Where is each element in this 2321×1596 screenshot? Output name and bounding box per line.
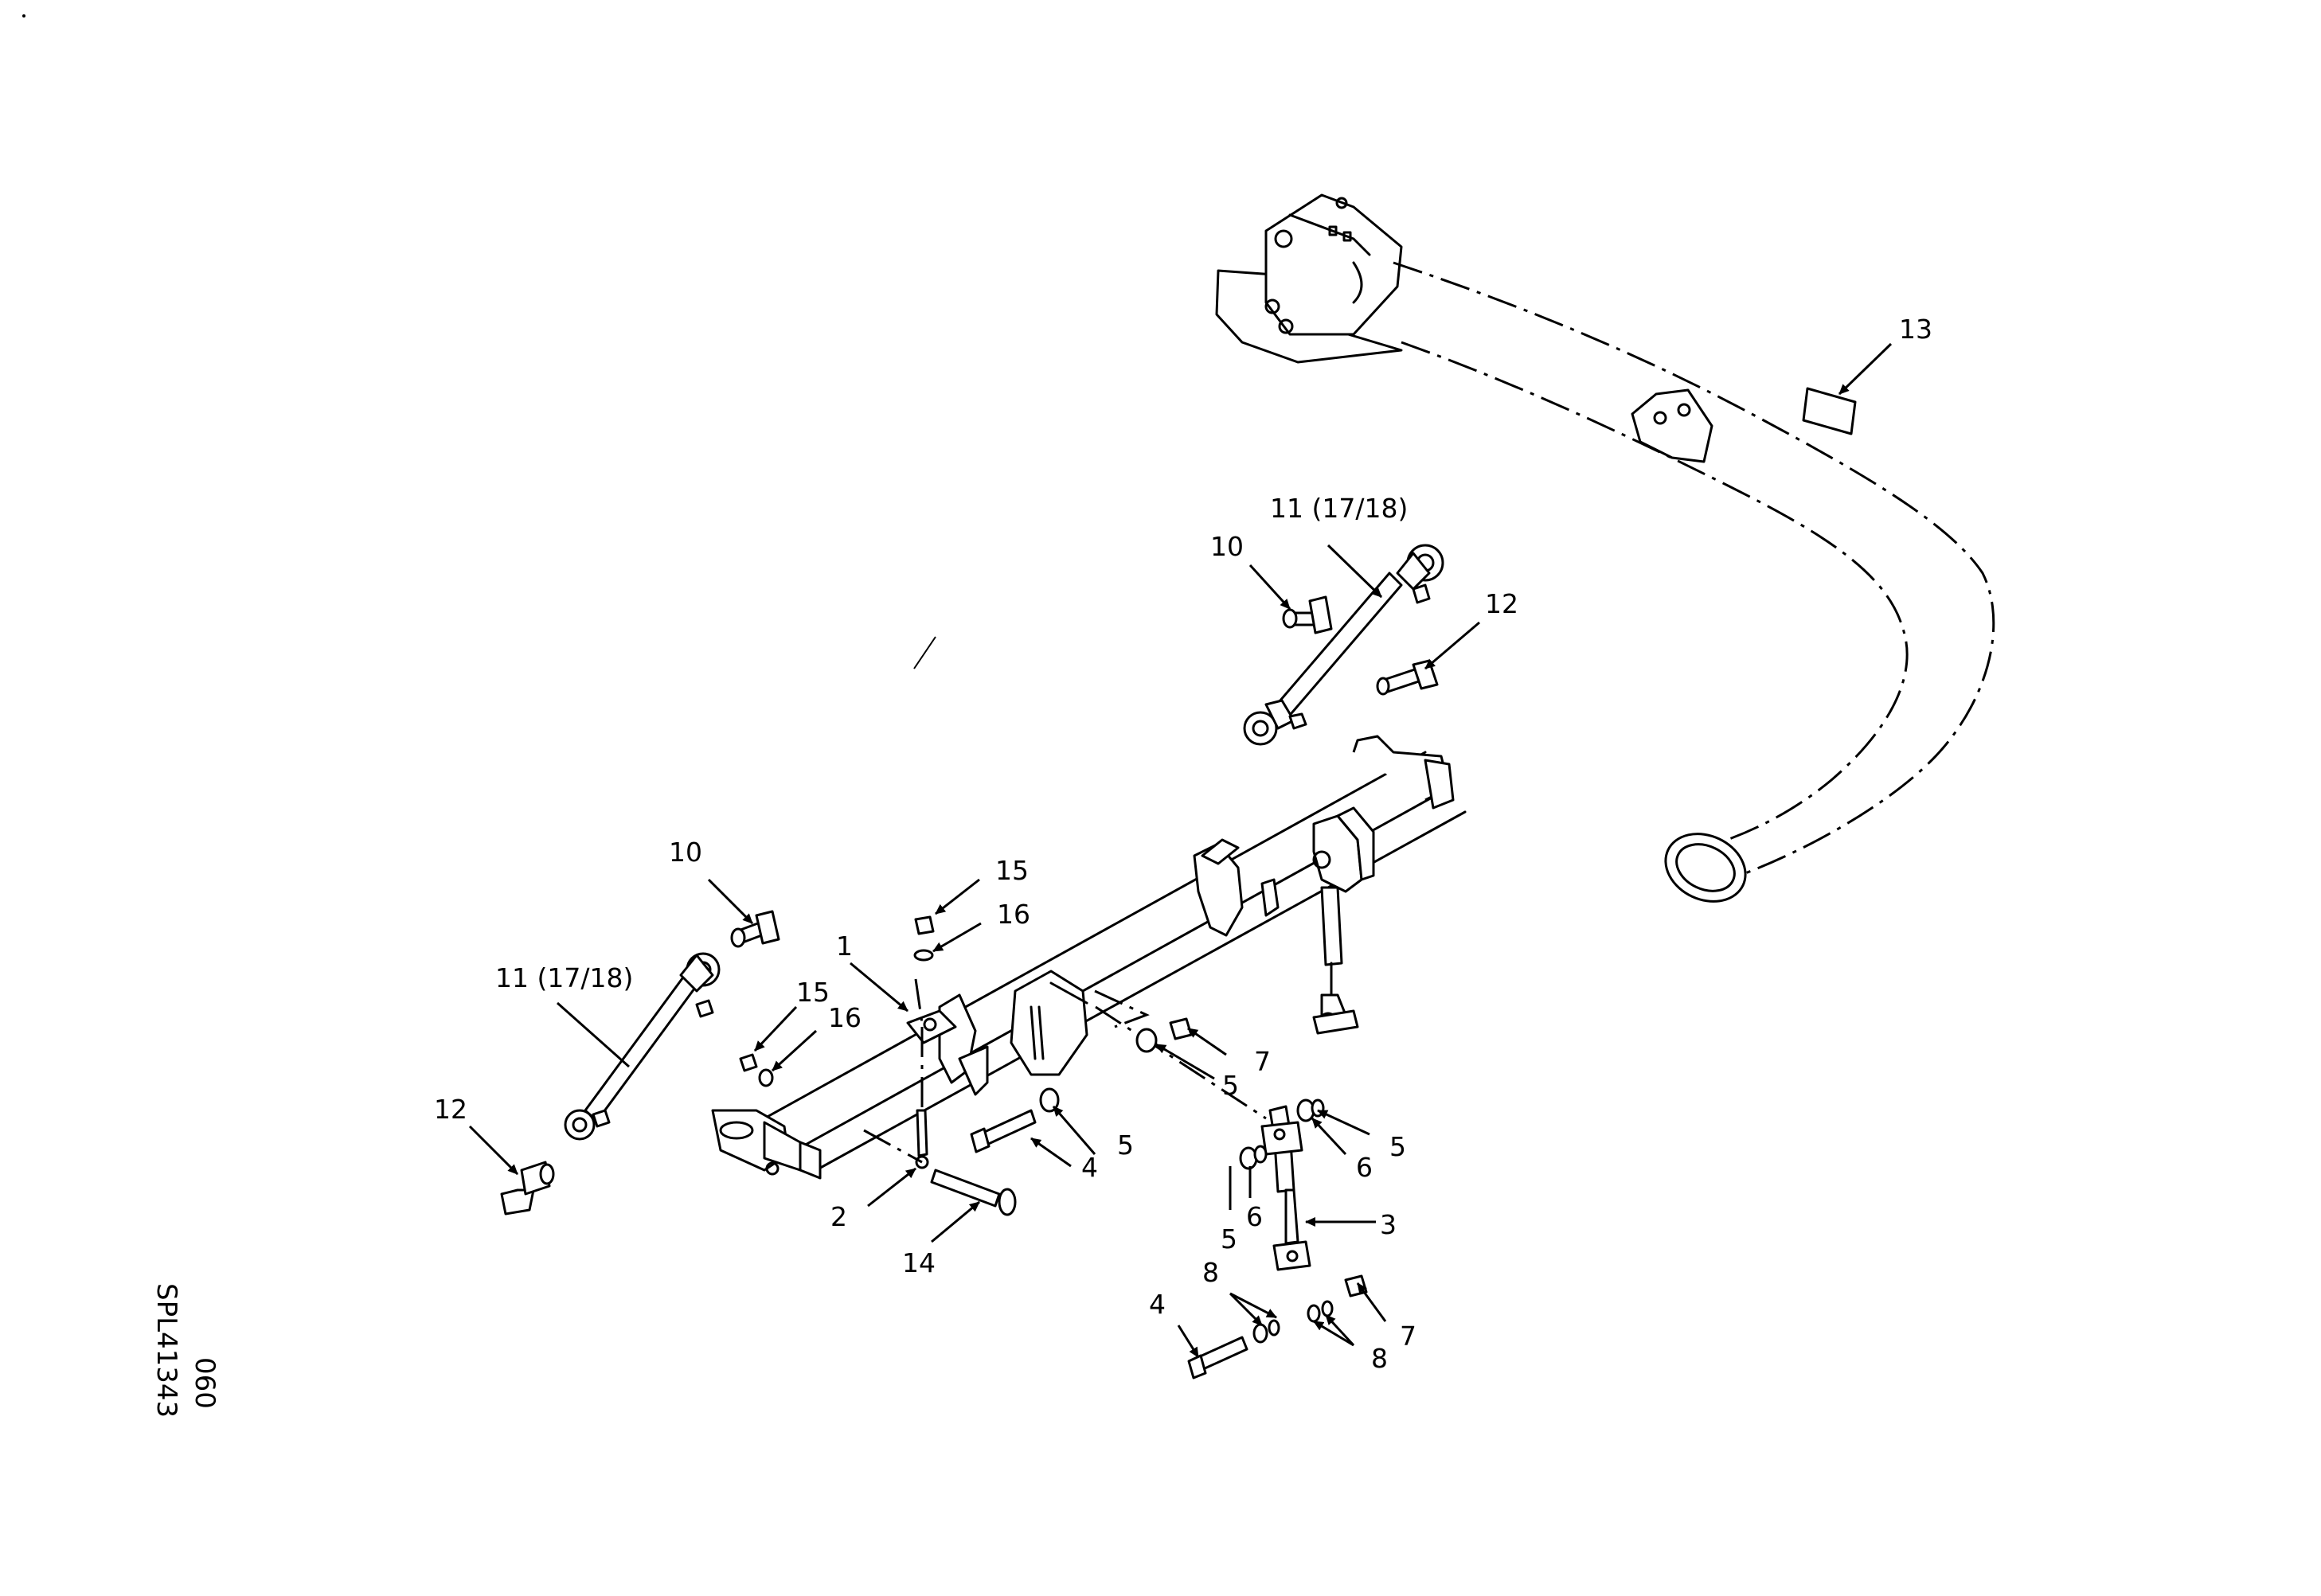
cross-member	[711, 735, 1467, 1180]
callout-1: 1	[836, 931, 853, 962]
callout-3: 3	[1380, 1209, 1397, 1240]
pin-12-lower	[500, 1161, 555, 1216]
callout-16-top: 16	[997, 899, 1030, 930]
callout-16-left: 16	[828, 1002, 862, 1033]
drawing-reference: SPL41343 060	[150, 1283, 221, 1418]
callout-14: 14	[902, 1247, 936, 1278]
callout-12-lower: 12	[434, 1094, 467, 1125]
label-plate	[1802, 387, 1857, 435]
shock-absorber	[1260, 1105, 1311, 1271]
callout-6-right: 6	[1356, 1152, 1373, 1183]
fasteners	[739, 915, 1368, 1379]
callout-5-upper: 5	[1222, 1070, 1239, 1101]
leader-lines	[468, 342, 1893, 1358]
callout-11-lower: 11 (17/18)	[495, 962, 633, 993]
callout-5-middle: 5	[1117, 1130, 1134, 1161]
callout-5-left: 5	[1221, 1223, 1237, 1255]
callout-4-lower: 4	[1149, 1289, 1166, 1320]
callout-15-left: 15	[796, 977, 830, 1008]
sheet-number: 060	[189, 1357, 221, 1409]
assembly-lines	[863, 978, 1267, 1164]
torque-rod-lower	[564, 952, 721, 1141]
callout-5-right: 5	[1389, 1131, 1406, 1162]
pin-12-upper	[1376, 659, 1439, 696]
callout-6-left: 6	[1246, 1201, 1263, 1232]
callout-labels: 13 11 (17/18) 10 12 10 11 (17/18) 12 15 …	[434, 314, 1932, 1374]
callout-7-lower: 7	[1400, 1321, 1416, 1352]
callout-12-upper: 12	[1485, 588, 1518, 619]
callout-10-upper: 10	[1210, 531, 1244, 562]
callout-4-middle: 4	[1081, 1152, 1098, 1183]
callout-15-top: 15	[995, 855, 1029, 886]
callout-7-upper: 7	[1254, 1046, 1271, 1077]
exhaust-pipe	[1215, 193, 1995, 903]
callout-13: 13	[1899, 314, 1932, 345]
callout-10-lower: 10	[669, 837, 702, 868]
callout-8-lower: 8	[1371, 1343, 1388, 1374]
pin-lower	[730, 910, 780, 948]
callout-2: 2	[830, 1201, 847, 1232]
drawing-number: SPL41343	[150, 1283, 182, 1418]
callout-11-upper: 11 (17/18)	[1270, 493, 1408, 524]
pin-upper	[1282, 595, 1333, 634]
shock-absorber-right	[1312, 886, 1359, 1035]
callout-8-upper: 8	[1202, 1257, 1219, 1288]
torque-rod-upper	[1243, 544, 1444, 746]
